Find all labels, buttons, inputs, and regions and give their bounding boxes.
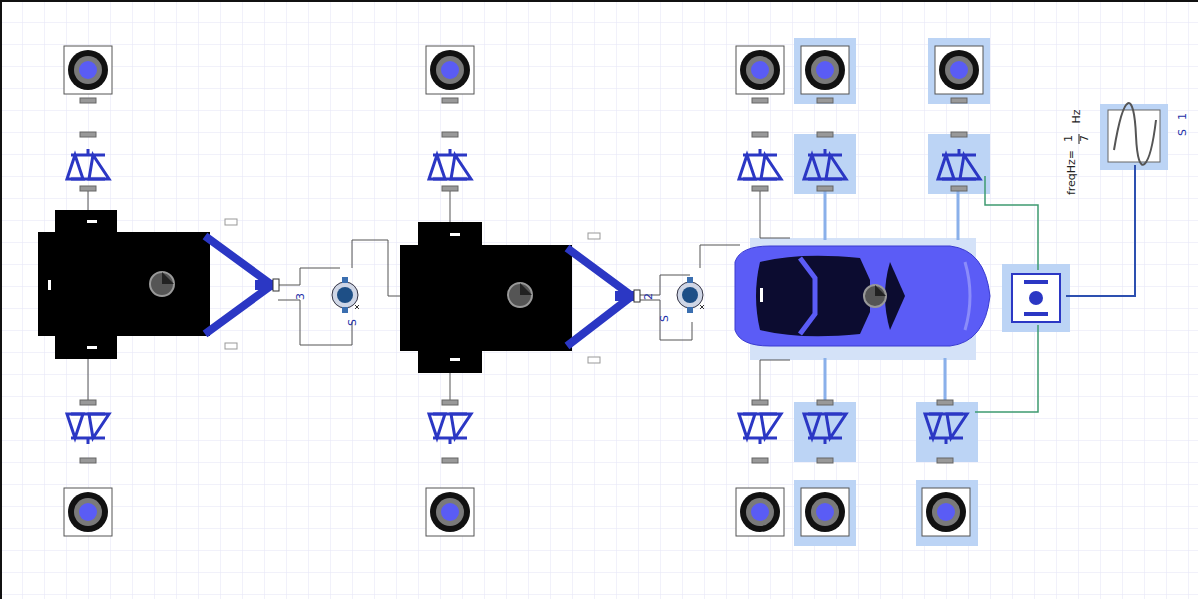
trailer — [400, 222, 640, 373]
parameter-text: freqHz= — [1066, 149, 1077, 194]
component-index: 1 — [1177, 113, 1188, 120]
component-name: S — [1176, 129, 1187, 136]
component-index: 3 — [295, 293, 306, 300]
actuator — [1012, 274, 1060, 322]
car — [735, 246, 990, 346]
parameter-text: 7 — [1079, 135, 1090, 142]
joint-symbol — [677, 277, 704, 313]
joint-symbol — [332, 277, 359, 313]
component-name: S — [346, 319, 357, 326]
trailer — [38, 210, 279, 359]
parameter-text: 1 — [1063, 135, 1074, 142]
component-name: S — [658, 315, 669, 322]
component-index: 2 — [643, 293, 654, 300]
sine-source — [1108, 103, 1160, 165]
parameter-text: Hz — [1070, 109, 1081, 123]
